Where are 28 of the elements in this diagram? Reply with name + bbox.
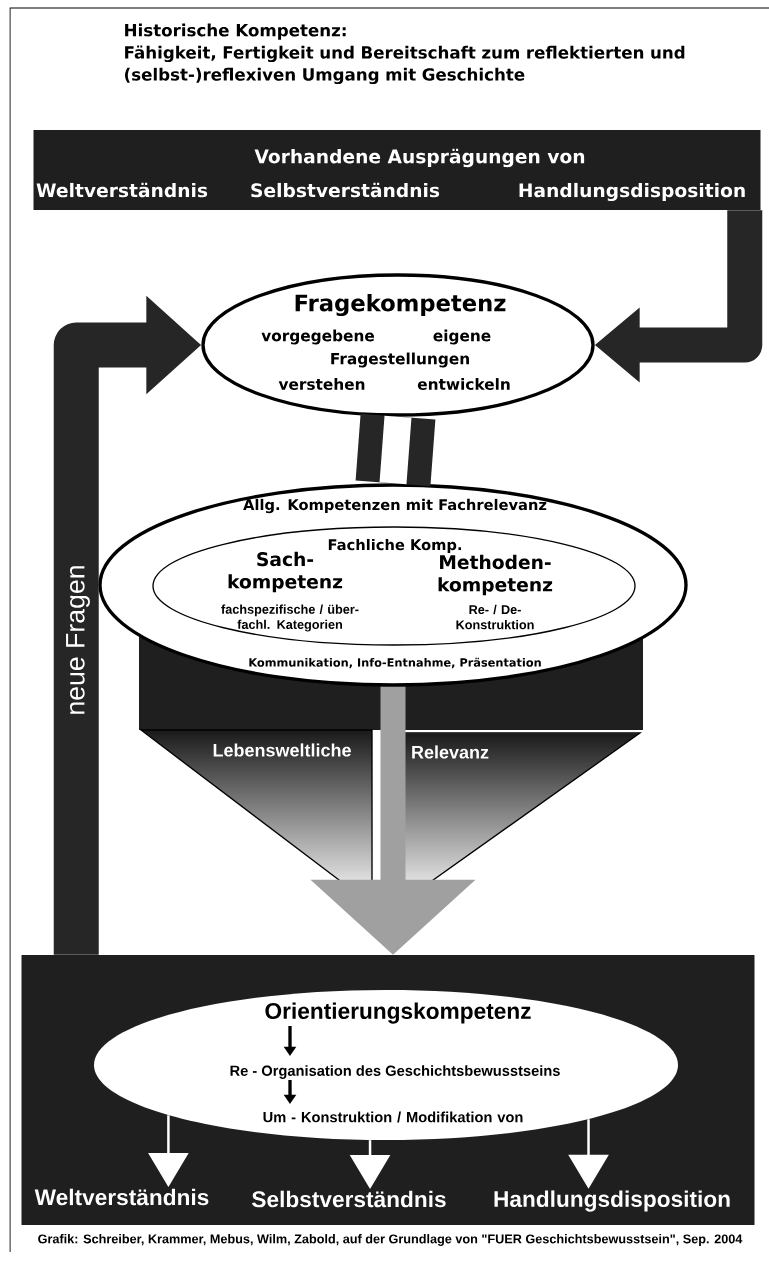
- ellipse-text: Sach- kompetenz: [228, 551, 343, 593]
- ellipse-text: Re- / De- Konstruktion: [456, 604, 534, 630]
- ellipse-text: Methoden- kompetenz: [438, 554, 553, 596]
- ellipse-text: fachspezifische / über- fachl. Kategorien: [221, 604, 359, 632]
- ellipse-text: vorgegebene: [261, 329, 375, 345]
- ellipse-text: Re - Organisation des Geschichtsbewusstseins: [230, 1065, 560, 1079]
- arrow: [310, 686, 476, 955]
- bottom-word: Weltverständnis: [34, 1188, 209, 1206]
- ellipse-text: verstehen: [278, 378, 365, 390]
- banner-word: Selbstverständnis: [251, 182, 440, 198]
- ellipse-text: Kommunikation, Info-Entnahme, Präsentation: [249, 657, 541, 669]
- ellipse-text: Allg. Kompetenzen mit Fachrelevanz: [243, 498, 547, 514]
- bottom-word: Selbstverständnis: [252, 1190, 446, 1208]
- heading-text: Fragekompetenz: [295, 293, 506, 317]
- definition-text: Fähigkeit, Fertigkeit und Bereitschaft zum reflektierten und (selbst-)reflexiven Umgang mit Geschichte: [125, 45, 685, 85]
- bottom-word: Handlungsdisposition: [494, 1190, 730, 1212]
- edge-label: neue Fragen: [66, 566, 90, 714]
- heading-text: Vorhandene Ausprägungen von: [254, 148, 585, 168]
- caption: Grafik: Schreiber, Krammer, Mebus, Wilm, Zabold, auf der Grundlage von "FUER Geschichtsbewusstsein", Sep. 2004: [38, 1234, 743, 1246]
- heading-text: Orientierungskompetenz: [265, 1002, 531, 1024]
- ellipse-text: eigene: [433, 329, 491, 345]
- ellipse-text: entwickeln: [417, 378, 510, 390]
- title: Historische Kompetenz:: [125, 23, 346, 40]
- ellipse-text: Um - Konstruktion / Modifikation von: [263, 1111, 523, 1123]
- ellipse-text: Fachliche Komp.: [328, 538, 461, 554]
- banner-word: Weltverständnis: [36, 182, 208, 198]
- banner-word: Handlungsdisposition: [519, 182, 745, 202]
- ellipse-text: Fragestellungen: [331, 352, 469, 368]
